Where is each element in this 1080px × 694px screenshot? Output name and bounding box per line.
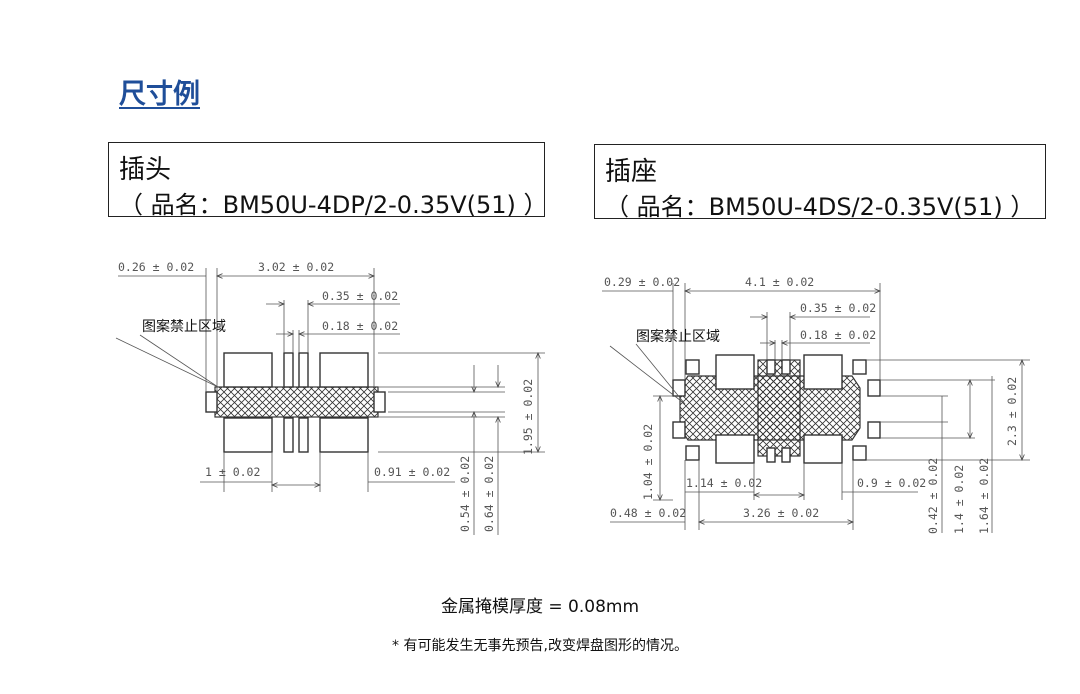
socket-heading: 插座 xyxy=(605,157,658,187)
socket-part-name: （ 品名：BM50U-4DS/2-0.35V(51) ） xyxy=(605,193,1035,221)
plug-pad xyxy=(373,391,386,413)
socket-dim-1-14: 1.14 ± 0.02 xyxy=(686,476,762,490)
socket-pad xyxy=(672,421,686,439)
socket-pad xyxy=(685,445,700,461)
plug-pad xyxy=(319,352,369,388)
socket-pad xyxy=(803,354,843,390)
plug-pad xyxy=(283,417,294,453)
plug-keepout-area xyxy=(214,386,379,418)
socket-pad xyxy=(781,447,791,463)
socket-dim-0-42: 0.42 ± 0.02 xyxy=(926,458,940,534)
socket-label-box: 插座 （ 品名：BM50U-4DS/2-0.35V(51) ） xyxy=(594,144,1046,221)
plug-dimension-lines xyxy=(115,268,545,535)
plug-dim-0-26: 0.26 ± 0.02 xyxy=(118,260,194,274)
plug-heading: 插头 xyxy=(119,155,172,185)
plug-dim-3-02: 3.02 ± 0.02 xyxy=(258,260,334,274)
plug-dim-1-95: 1.95 ± 0.02 xyxy=(521,379,535,455)
socket-dim-0-48: 0.48 ± 0.02 xyxy=(610,506,686,520)
plug-pad xyxy=(283,352,294,388)
socket-pad xyxy=(867,379,881,397)
stencil-thickness-note: 金属掩模厚度 = 0.08mm xyxy=(440,597,640,617)
socket-drawing xyxy=(672,354,881,464)
plug-keepout-label: 图案禁止区域 xyxy=(142,318,226,335)
plug-pad xyxy=(298,417,309,453)
socket-pad xyxy=(715,354,755,390)
socket-pad xyxy=(685,359,700,375)
plug-pad xyxy=(223,352,273,388)
socket-pad xyxy=(852,445,867,461)
plug-dimension-texts: 0.26 ± 0.02 3.02 ± 0.02 0.35 ± 0.02 0.18… xyxy=(118,260,535,532)
socket-pad xyxy=(766,447,776,463)
socket-pad xyxy=(781,359,791,375)
socket-pad xyxy=(852,359,867,375)
socket-dimension-texts: 0.29 ± 0.02 4.1 ± 0.02 0.35 ± 0.02 0.18 … xyxy=(604,275,1019,534)
plug-pad xyxy=(223,417,273,453)
plug-dim-0-18: 0.18 ± 0.02 xyxy=(322,319,398,333)
socket-pad xyxy=(867,421,881,439)
plug-label-box: 插头 （ 品名：BM50U-4DP/2-0.35V(51) ） xyxy=(108,142,548,219)
plug-dim-0-64: 0.64 ± 0.02 xyxy=(482,456,496,532)
socket-pad xyxy=(715,434,755,464)
socket-keepout-label: 图案禁止区域 xyxy=(636,328,720,345)
socket-dim-4-1: 4.1 ± 0.02 xyxy=(745,275,814,289)
socket-dim-0-29: 0.29 ± 0.02 xyxy=(604,275,680,289)
socket-dim-0-35: 0.35 ± 0.02 xyxy=(800,301,876,315)
socket-pad xyxy=(766,359,776,375)
plug-pad xyxy=(298,352,309,388)
socket-dim-2-3: 2.3 ± 0.02 xyxy=(1005,377,1019,446)
socket-pad xyxy=(803,434,843,464)
plug-part-name: （ 品名：BM50U-4DP/2-0.35V(51) ） xyxy=(119,191,548,219)
plug-drawing xyxy=(205,352,386,453)
plug-dim-0-35: 0.35 ± 0.02 xyxy=(322,289,398,303)
socket-pad xyxy=(672,379,686,397)
plug-dim-0-91: 0.91 ± 0.02 xyxy=(374,465,450,479)
socket-dimension-lines xyxy=(602,283,1030,533)
socket-dim-0-9: 0.9 ± 0.02 xyxy=(857,476,926,490)
socket-dim-1-64: 1.64 ± 0.02 xyxy=(977,458,991,534)
plug-dim-1: 1 ± 0.02 xyxy=(205,465,260,479)
socket-keepout-area xyxy=(757,359,801,457)
plug-pad xyxy=(205,391,218,413)
socket-dim-1-4: 1.4 ± 0.02 xyxy=(952,465,966,534)
socket-dim-0-18: 0.18 ± 0.02 xyxy=(800,328,876,342)
plug-pad xyxy=(319,417,369,453)
plug-dim-0-54: 0.54 ± 0.02 xyxy=(458,456,472,532)
socket-dim-3-26: 3.26 ± 0.02 xyxy=(743,506,819,520)
change-notice: * 有可能发生无事先预告,改变焊盘图形的情况。 xyxy=(392,638,688,654)
socket-dim-1-04: 1.04 ± 0.02 xyxy=(641,424,655,500)
page-title: 尺寸例 xyxy=(119,79,200,110)
